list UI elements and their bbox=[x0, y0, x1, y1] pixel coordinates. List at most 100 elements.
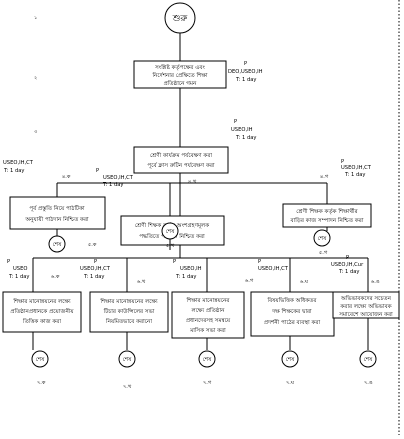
svg-text:T: 1 day: T: 1 day bbox=[3, 168, 25, 174]
row1-step-number-3: ৪.গ bbox=[320, 174, 329, 180]
row2-meta-3: P USEO,IH T: 1 day bbox=[173, 259, 202, 280]
row2-step-number-5: ৬.ঙ bbox=[371, 279, 380, 285]
row1-end-3: শেষ bbox=[313, 229, 331, 247]
svg-text:দক্ষ শিক্ষকের দ্বারা: দক্ষ শিক্ষকের দ্বারা bbox=[271, 308, 312, 315]
row1-meta-1: USEO,IH,CT T: 1 day bbox=[3, 160, 34, 174]
row2-end-number-1: ৭.ক bbox=[37, 380, 46, 386]
row2-box-3: শিক্ষার মানোন্নয়নের লক্ষ্যে প্রতিষ্ঠান … bbox=[171, 291, 245, 339]
svg-text:P: P bbox=[234, 119, 237, 125]
svg-text:T: 1 day: T: 1 day bbox=[8, 274, 30, 280]
top-step-1-line-1: সংশ্লিষ্ট কর্তৃপক্ষের এবং bbox=[154, 64, 205, 71]
svg-text:USEO,IH,CT: USEO,IH,CT bbox=[258, 266, 289, 272]
svg-text:T: 1 day: T: 1 day bbox=[235, 135, 257, 141]
row1-end-number-3: ৫.গ bbox=[319, 250, 328, 256]
row2-meta-4: P USEO,IH,CT bbox=[258, 259, 289, 272]
svg-text:USEO,IH,CT: USEO,IH,CT bbox=[103, 175, 134, 181]
svg-text:T: 1 day: T: 1 day bbox=[175, 274, 197, 280]
top-step-2-line-1: শ্রেণী কার্যক্রম পর্যবেক্ষণ করা bbox=[150, 151, 212, 159]
svg-text:P: P bbox=[173, 259, 176, 265]
row2-end-3: শেষ bbox=[198, 350, 216, 368]
svg-text:P: P bbox=[244, 61, 247, 67]
svg-text:শিক্ষার মানোন্নয়নের লক্ষ্যে: শিক্ষার মানোন্নয়নের লক্ষ্যে bbox=[99, 298, 158, 305]
row2-end-5: শেষ bbox=[359, 350, 377, 368]
svg-text:USEO,IH,CT: USEO,IH,CT bbox=[341, 165, 372, 171]
top-step-1-line-2: নির্দেশনার প্রেক্ষিতে শিক্ষা bbox=[151, 72, 207, 79]
top-step-2-line-2: পূর্বে ক্লাস রুটিন পর্যবেক্ষণ করা bbox=[147, 161, 215, 169]
svg-text:P: P bbox=[94, 259, 97, 265]
svg-text:T: 1 day: T: 1 day bbox=[235, 77, 257, 83]
top-step-1-meta: P DEO,USEO,IH T: 1 day bbox=[228, 61, 263, 83]
svg-text:নিয়মিতভাবে করানো: নিয়মিতভাবে করানো bbox=[105, 318, 152, 325]
row1-meta-3: P USEO,IH,CT T: 1 day bbox=[341, 159, 372, 178]
svg-text:USEO,IH: USEO,IH bbox=[180, 266, 202, 272]
svg-text:প্রদর্শনী পাঠের ব্যবস্থা করা: প্রদর্শনী পাঠের ব্যবস্থা করা bbox=[264, 318, 321, 326]
svg-text:মাসিক সভা করা: মাসিক সভা করা bbox=[189, 327, 226, 334]
svg-text:P: P bbox=[346, 255, 349, 261]
row2-end-2: শেষ bbox=[118, 350, 136, 368]
svg-text:শেষ: শেষ bbox=[286, 357, 296, 363]
svg-text:করার লক্ষ্যে অভিভাবক: করার লক্ষ্যে অভিভাবক bbox=[339, 303, 392, 310]
row2-box-1: শিক্ষার মানোন্নয়নের লক্ষ্যে প্রতিষ্ঠানপ… bbox=[2, 291, 82, 333]
svg-text:শ্রেণী শিক্ষক কর্তৃক শিক্ষার্থ: শ্রেণী শিক্ষক কর্তৃক শিক্ষার্থীর bbox=[296, 207, 358, 215]
row2-end-1: শেষ bbox=[31, 350, 49, 368]
svg-text:P: P bbox=[7, 259, 10, 265]
svg-text:বিষয়ভিত্তিক অধিকতর: বিষয়ভিত্তিক অধিকতর bbox=[267, 297, 318, 304]
row2-end-4: শেষ bbox=[281, 350, 299, 368]
svg-text:প্রধানদেরসহ সমন্বয়ে: প্রধানদেরসহ সমন্বয়ে bbox=[186, 318, 231, 324]
step-number-1: ১ bbox=[34, 15, 37, 21]
svg-text:DEO,USEO,IH: DEO,USEO,IH bbox=[228, 69, 263, 75]
svg-text:শেষ: শেষ bbox=[364, 357, 374, 363]
svg-text:শেষ: শেষ bbox=[36, 357, 46, 363]
row2-box-4: বিষয়ভিত্তিক অধিকতর দক্ষ শিক্ষকের দ্বারা… bbox=[250, 291, 335, 337]
svg-text:T: 1 day: T: 1 day bbox=[338, 269, 360, 275]
svg-text:USEO,IH,CT: USEO,IH,CT bbox=[80, 266, 111, 272]
svg-text:প্রতিষ্ঠানপ্রধানকে প্রয়োজনীয়: প্রতিষ্ঠানপ্রধানকে প্রয়োজনীয় bbox=[10, 307, 74, 315]
start-label: শুরু bbox=[172, 14, 189, 24]
svg-text:শেষ: শেষ bbox=[318, 236, 328, 242]
svg-text:অনুযায়ী পাঠদান নিশ্চিত করা: অনুযায়ী পাঠদান নিশ্চিত করা bbox=[24, 215, 89, 223]
svg-text:P: P bbox=[341, 159, 344, 165]
row1-step-number-2: ৪.খ bbox=[188, 179, 197, 185]
row1-end-number-2: ৫.খ bbox=[166, 243, 175, 249]
row2-meta-1: P USEO T: 1 day bbox=[7, 259, 30, 280]
row1-end-2-show: শেষ bbox=[161, 222, 179, 240]
row2-end-number-5: ৭.ঙ bbox=[364, 380, 373, 386]
row1-box-3: শ্রেণী শিক্ষক কর্তৃক শিক্ষার্থীর বাড়ির … bbox=[282, 203, 372, 228]
top-step-1-line-3: প্রতিষ্ঠানে গমন bbox=[164, 79, 197, 87]
svg-text:USEO,IH: USEO,IH bbox=[231, 127, 253, 133]
row2-meta-2: P USEO,IH,CT T: 1 day bbox=[80, 259, 111, 280]
top-step-2-meta: P USEO,IH T: 1 day bbox=[231, 119, 257, 141]
step-number-3: ৩ bbox=[34, 129, 38, 135]
step-number-2: ২ bbox=[34, 75, 37, 81]
row1-box-1: পূর্ব প্রস্তুতি নিয়ে পাঠটিকা অনুযায়ী প… bbox=[9, 196, 106, 230]
row1-step-number-1: ৪.ক bbox=[62, 174, 71, 180]
svg-text:P: P bbox=[258, 259, 261, 265]
svg-text:T: 1 day: T: 1 day bbox=[102, 182, 124, 188]
row2-end-number-2: ৭.খ bbox=[123, 384, 132, 390]
svg-text:USEO: USEO bbox=[13, 266, 27, 272]
svg-text:শিক্ষার মানোন্নয়নের লক্ষ্যে: শিক্ষার মানোন্নয়নের লক্ষ্যে bbox=[12, 298, 71, 305]
row2-end-number-3: ৭.গ bbox=[203, 380, 212, 386]
row1-end-2-label: শেষ bbox=[166, 229, 176, 235]
svg-text:USEO,IH,CT: USEO,IH,CT bbox=[3, 160, 34, 166]
svg-text:P: P bbox=[96, 168, 99, 174]
row2-step-number-1: ৬.ক bbox=[51, 274, 60, 280]
row1-end-number-1: ৫.ক bbox=[88, 242, 97, 248]
svg-text:শিক্ষার মানোন্নয়নের: শিক্ষার মানোন্নয়নের bbox=[185, 297, 230, 304]
row1-meta-2: P USEO,IH,CT T: 1 day bbox=[96, 168, 134, 188]
top-step-box-1: সংশ্লিষ্ট কর্তৃপক্ষের এবং নির্দেশনার প্র… bbox=[133, 60, 227, 89]
svg-text:অভিভাবকদের সচেতন: অভিভাবকদের সচেতন bbox=[340, 295, 392, 302]
svg-text:USEO,IH,Cur: USEO,IH,Cur bbox=[331, 262, 364, 268]
row2-box-5: অভিভাবকদের সচেতন করার লক্ষ্যে অভিভাবক সম… bbox=[332, 291, 400, 319]
row1-end-1: শেষ bbox=[48, 235, 66, 253]
svg-text:বাড়ির কাজ সম্পাদন নিশ্চিত করা: বাড়ির কাজ সম্পাদন নিশ্চিত করা bbox=[290, 217, 364, 224]
svg-text:সমাবেশে আয়োজন করা: সমাবেশে আয়োজন করা bbox=[338, 312, 393, 318]
svg-text:লক্ষ্যে প্রতিষ্ঠান: লক্ষ্যে প্রতিষ্ঠান bbox=[191, 306, 226, 314]
top-step-box-2: শ্রেণী কার্যক্রম পর্যবেক্ষণ করা পূর্বে ক… bbox=[133, 146, 229, 174]
svg-text:তিত্তিক কাজ করা: তিত্তিক কাজ করা bbox=[22, 318, 61, 325]
svg-text:T: 1 day: T: 1 day bbox=[344, 172, 366, 178]
start-terminal: শুরু bbox=[164, 2, 196, 34]
svg-text:শেষ: শেষ bbox=[203, 357, 213, 363]
row2-box-2: শিক্ষার মানোন্নয়নের লক্ষ্যে টিচার কাউন্… bbox=[89, 291, 169, 333]
